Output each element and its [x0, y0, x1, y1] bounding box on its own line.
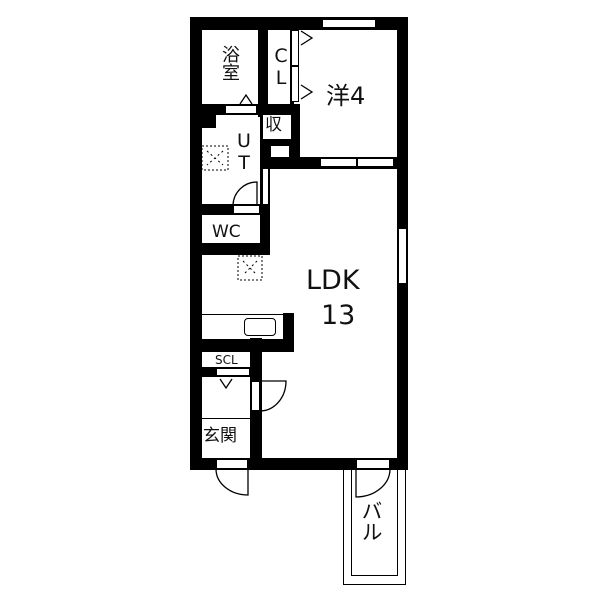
front-door	[216, 459, 248, 469]
entrance-step-line	[202, 418, 250, 419]
wall-bath-cl	[258, 17, 268, 117]
storage-small	[271, 146, 289, 158]
room-size-ldk: 13	[321, 300, 356, 331]
wall-ut-notch	[190, 104, 216, 128]
wall-kitchen-right	[283, 313, 294, 352]
room-label-storage: 収	[265, 115, 282, 135]
scl-door	[216, 368, 250, 376]
room-label-bath: 浴室	[219, 45, 240, 81]
western-door-2	[357, 158, 394, 167]
ut-door-swing-icon	[232, 181, 258, 206]
room-label-ldk: LDK	[306, 265, 360, 296]
window-right	[398, 228, 407, 284]
cl-door-1	[291, 30, 299, 66]
room-label-scl: SCL	[215, 353, 238, 367]
cl-door-arrow-icon	[300, 84, 314, 100]
bath-door	[225, 105, 257, 114]
wall-wc-right	[260, 204, 270, 255]
cl-door-arrow-icon	[300, 30, 314, 46]
room-label-balcony: バル	[359, 500, 383, 542]
cl-door-2	[291, 66, 299, 102]
kitchen-sink-icon	[244, 318, 276, 336]
room-label-wc: WC	[212, 222, 241, 242]
room-label-utility: UT	[233, 130, 255, 174]
ut-wall-opening	[262, 168, 269, 206]
balcony-outer	[343, 468, 406, 585]
wall-ut-bottom	[190, 204, 270, 215]
balcony-inner	[351, 468, 398, 576]
storage-box	[263, 115, 291, 139]
scl-door-arrow-icon	[219, 378, 233, 390]
wall-wc-bottom	[190, 243, 270, 255]
western-door-1	[320, 158, 357, 167]
vent-icon-ldk	[237, 255, 263, 281]
balcony-door-swing-icon	[355, 468, 391, 498]
vent-icon-ut	[201, 145, 229, 171]
scl-shelf	[202, 356, 212, 363]
entrance-inner-door	[251, 381, 260, 411]
front-door-swing-icon	[215, 468, 249, 496]
entrance-door-swing-icon	[259, 380, 287, 412]
bath-door-arrow-icon	[239, 93, 253, 105]
room-label-western: 洋4	[326, 82, 366, 110]
ut-door	[233, 205, 260, 214]
window-top	[322, 19, 376, 28]
room-label-closet: CL	[270, 45, 292, 89]
wall-kitchen-bottom	[190, 338, 294, 352]
room-label-entrance: 玄関	[203, 426, 237, 446]
